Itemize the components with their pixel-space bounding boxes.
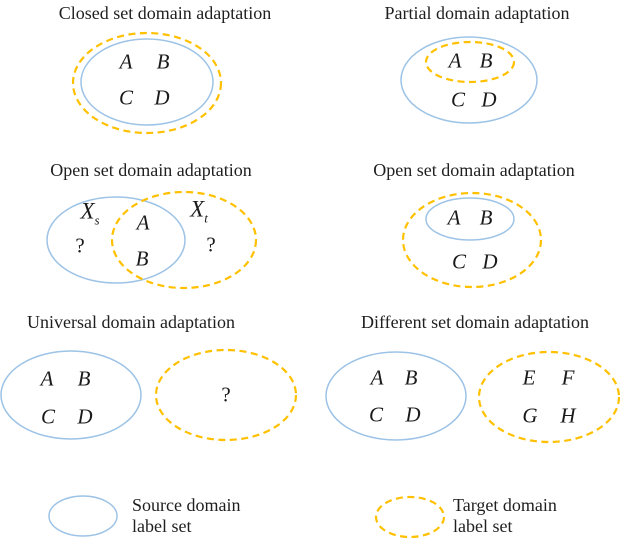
panel-title-open-set-venn: Open set domain adaptation [50,160,252,180]
panel-title-universal: Universal domain adaptation [27,312,235,332]
partial-source-ellipse [400,36,538,124]
class-label: F [561,365,575,390]
class-label: B [135,246,149,271]
legend-target-label: Target domain label set [453,495,557,537]
class-label: C [118,85,134,110]
closed-set-target-ellipse [71,31,223,135]
universal-source-ellipse [0,350,142,440]
different-set-target-ellipse [477,350,621,444]
legend-target-ellipse [374,495,446,538]
panel-title-partial: Partial domain adaptation [384,3,570,23]
partial-target-ellipse [424,40,516,84]
class-label: H [560,403,576,428]
open-set-nested-source-ellipse [425,197,515,241]
class-label: C [450,87,466,112]
class-label: C [40,404,56,429]
source-set-symbol: Xs [80,200,99,227]
panel-title-open-set-nested: Open set domain adaptation [373,160,575,180]
class-label: A [40,366,54,391]
class-label: C [368,402,384,427]
class-label: E [522,365,536,390]
class-label: C [451,249,467,274]
open-set-venn-target-ellipse [110,190,258,290]
target-set-symbol-base: X [190,196,205,222]
class-label: A [448,48,462,73]
legend-source-label: Source domain label set [132,495,240,537]
source-set-symbol-base: X [80,198,95,224]
target-set-symbol: Xt [190,198,208,225]
closed-set-source-ellipse [80,38,214,126]
open-set-venn-source-ellipse [46,196,186,284]
unknown-classes-mark: ? [206,232,216,257]
class-label: D [405,402,421,427]
legend-source-ellipse [48,495,118,537]
class-label: A [119,49,133,74]
target-set-symbol-sub: t [204,210,208,226]
universal-target-ellipse [154,348,298,442]
class-label: D [154,85,170,110]
legend-target-label-line2: label set [453,516,513,536]
panel-title-different-set: Different set domain adaptation [360,312,590,332]
class-label: A [136,210,150,235]
class-label: B [479,48,493,73]
class-label: B [156,49,170,74]
class-label: G [522,403,538,428]
open-set-nested-target-ellipse [401,191,543,289]
class-label: B [479,205,493,230]
class-label: B [404,365,418,390]
class-label: D [481,87,497,112]
class-label: D [482,249,498,274]
panel-title-closed-set: Closed set domain adaptation [58,3,272,23]
unknown-classes-mark: ? [221,382,231,407]
class-label: A [370,365,384,390]
unknown-classes-mark: ? [75,233,85,258]
class-label: D [77,404,93,429]
class-label: A [447,205,461,230]
legend-source-label-line1: Source domain [132,495,241,515]
legend-source-label-line2: label set [132,516,192,536]
class-label: B [77,366,91,391]
different-set-source-ellipse [325,351,467,441]
source-set-symbol-sub: s [94,212,100,228]
legend-target-label-line1: Target domain [453,495,557,515]
